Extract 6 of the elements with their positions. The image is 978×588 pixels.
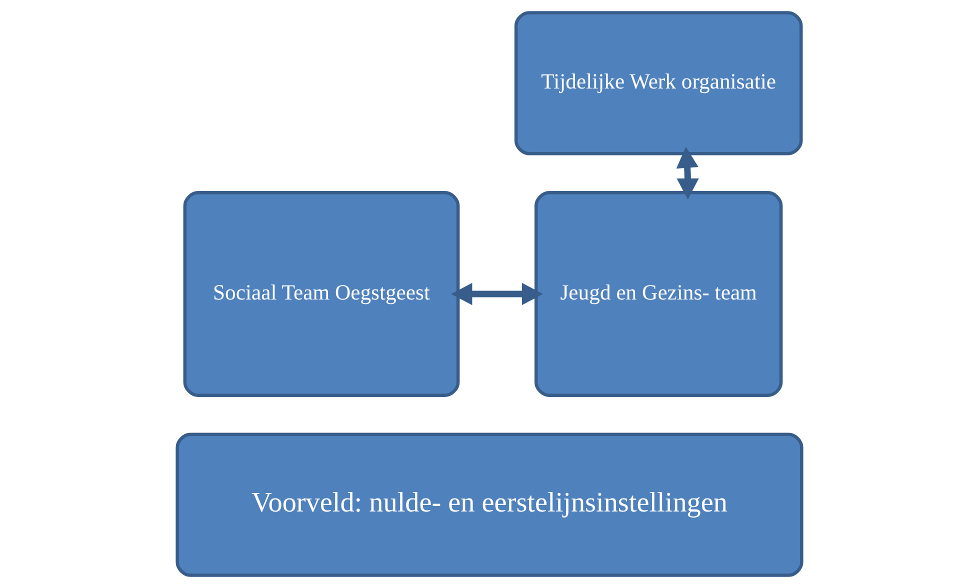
arrow xyxy=(450,282,543,306)
node-box: Tijdelijke Werk organisatie xyxy=(514,11,802,156)
node-box: Jeugd en Gezins- team xyxy=(534,191,782,397)
node-box: Voorveld: nulde- en eerstelijnsinstellingen xyxy=(175,432,803,577)
arrow xyxy=(676,146,698,200)
node-box: Sociaal Team Oegstgeest xyxy=(182,191,460,397)
